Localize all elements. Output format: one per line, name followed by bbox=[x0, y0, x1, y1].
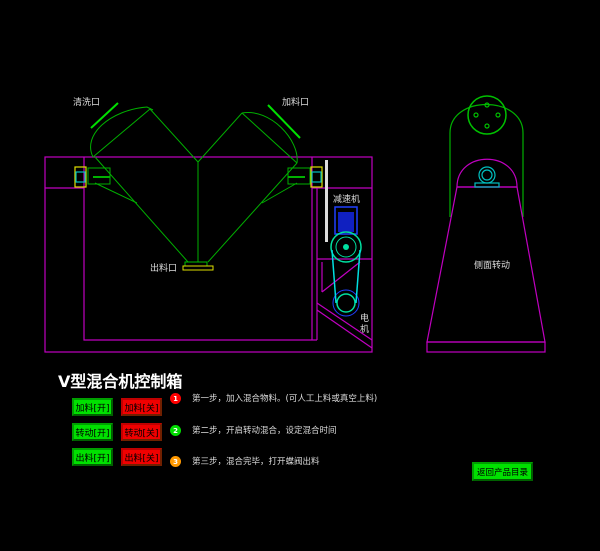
step-3-text: 第三步，混合完毕，打开蝶阀出料 bbox=[192, 457, 320, 467]
rotate-off-button[interactable]: 转动[关] bbox=[121, 423, 162, 441]
clean-port-label: 清洗口 bbox=[73, 98, 101, 108]
step-2-badge: 2 bbox=[170, 425, 181, 436]
panel-title: V型混合机控制箱 bbox=[58, 372, 183, 391]
step-2-text: 第二步，开启转动混合，设定混合时间 bbox=[192, 426, 337, 436]
step-1-text: 第一步，加入混合物料。(可人工上料或真空上料) bbox=[192, 394, 378, 404]
discharge-off-button[interactable]: 出料[关] bbox=[121, 448, 162, 466]
back-to-catalog-button[interactable]: 返回产品目录 bbox=[472, 462, 533, 481]
side-rotation-label: 侧面转动 bbox=[474, 261, 511, 271]
discharge-valve bbox=[182, 261, 214, 271]
discharge-port-label: 出料口 bbox=[150, 264, 178, 274]
drive-system bbox=[325, 160, 362, 317]
step-1-badge: 1 bbox=[170, 393, 181, 404]
feed-on-button[interactable]: 加料[开] bbox=[72, 398, 113, 416]
motor-label-2: 机 bbox=[360, 325, 370, 335]
reducer-label: 减速机 bbox=[333, 195, 361, 205]
discharge-on-button[interactable]: 出料[开] bbox=[72, 448, 113, 466]
motor-label-1: 电 bbox=[360, 314, 370, 324]
feed-off-button[interactable]: 加料[关] bbox=[121, 398, 162, 416]
step-3-badge: 3 bbox=[170, 456, 181, 467]
side-view bbox=[426, 95, 546, 353]
machine-frame bbox=[44, 156, 373, 353]
v-vessel bbox=[87, 102, 311, 263]
rotate-on-button[interactable]: 转动[开] bbox=[72, 423, 113, 441]
shaft-bearings bbox=[74, 166, 323, 188]
feed-port-label: 加料口 bbox=[282, 98, 310, 108]
